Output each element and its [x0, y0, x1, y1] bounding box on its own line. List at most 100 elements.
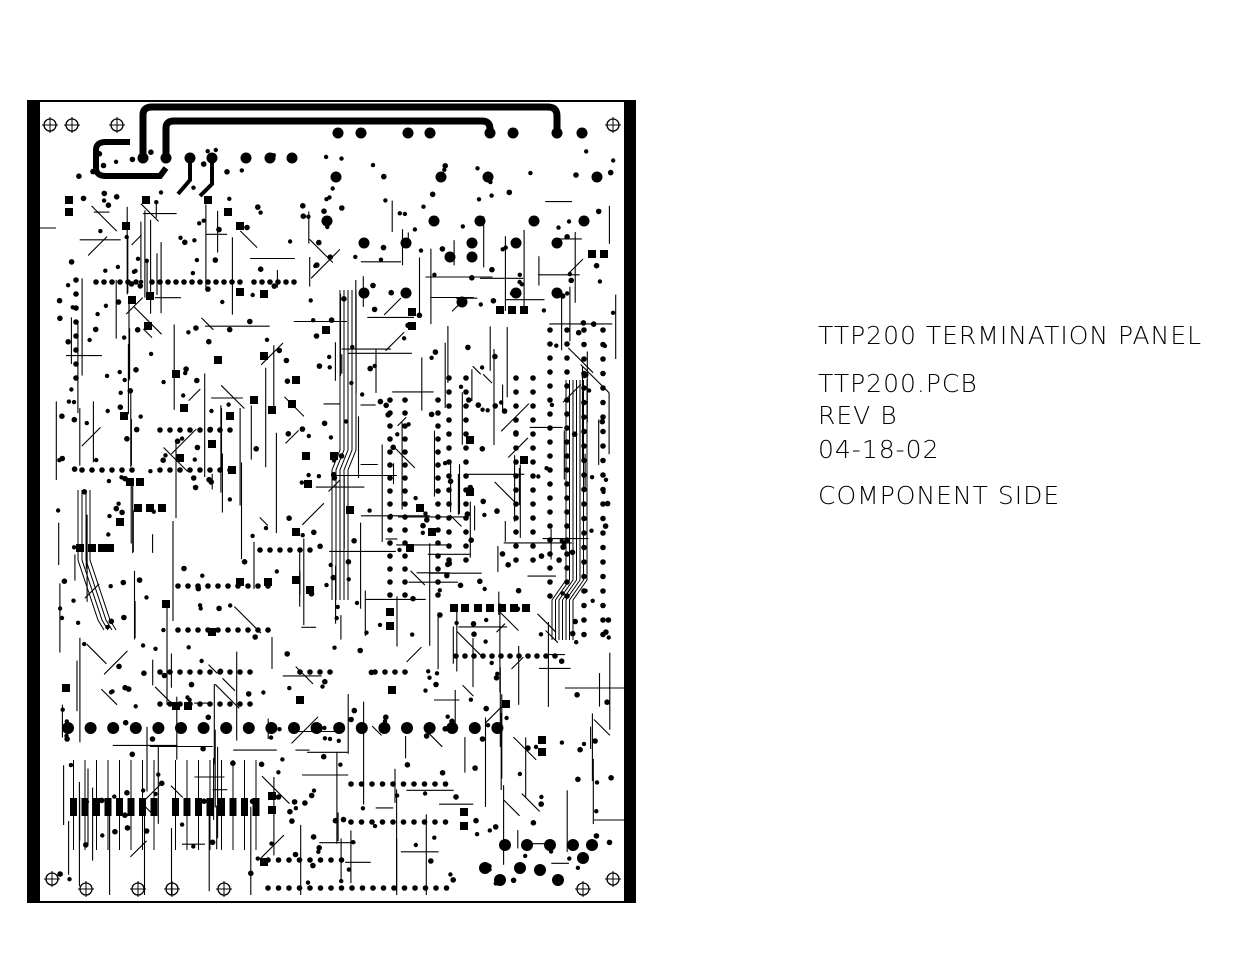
via	[383, 198, 387, 202]
via	[357, 648, 363, 654]
component-pad	[577, 852, 589, 864]
ic-pad	[446, 403, 452, 409]
ic-pad	[444, 885, 450, 891]
smd-pad	[408, 308, 416, 316]
via	[102, 191, 108, 197]
via	[317, 544, 323, 550]
via	[372, 307, 378, 313]
via	[433, 349, 439, 355]
via	[57, 871, 63, 877]
via	[195, 445, 201, 451]
smd-pad	[292, 528, 300, 536]
via	[371, 163, 375, 167]
ic-pad	[547, 565, 553, 571]
via	[397, 548, 401, 552]
connector-pad	[265, 722, 277, 734]
via	[134, 704, 138, 708]
ic-pad	[387, 553, 393, 559]
via	[432, 836, 436, 840]
via	[302, 800, 308, 806]
via	[110, 689, 114, 693]
via	[336, 605, 340, 609]
ic-pad	[185, 627, 191, 633]
smd-pad	[268, 806, 276, 814]
via	[361, 806, 365, 810]
ic-pad	[255, 583, 261, 589]
via	[259, 762, 265, 768]
via	[85, 421, 89, 425]
via	[421, 531, 425, 535]
ic-pad	[463, 459, 469, 465]
via	[556, 225, 560, 229]
via	[199, 606, 203, 610]
smd-pad	[292, 376, 300, 384]
component-pad	[356, 128, 367, 139]
via	[594, 833, 600, 839]
via	[574, 640, 578, 644]
via	[316, 850, 320, 854]
ic-pad	[463, 557, 469, 563]
via	[66, 283, 70, 287]
ic-pad	[600, 371, 606, 377]
via	[102, 198, 106, 202]
ic-pad	[564, 453, 570, 459]
ic-pad	[225, 627, 231, 633]
trace	[522, 794, 540, 812]
smd-pad	[208, 440, 216, 448]
ic-pad	[402, 449, 408, 455]
via	[149, 352, 153, 356]
date: 04-18-02	[818, 436, 939, 464]
ic-pad	[564, 481, 570, 487]
via	[101, 163, 107, 169]
trace	[285, 397, 305, 417]
via	[228, 603, 232, 607]
sip-pin	[241, 798, 248, 816]
via	[607, 635, 611, 639]
ic-pad	[600, 414, 606, 420]
smd-pad	[260, 858, 268, 866]
ic-pad	[525, 653, 531, 659]
ic-pad	[101, 279, 107, 285]
ic-pad	[283, 279, 289, 285]
via	[206, 477, 212, 483]
ic-pad	[402, 553, 408, 559]
via	[608, 170, 614, 176]
ic-pad	[195, 627, 201, 633]
sip-pin	[128, 798, 135, 816]
via	[124, 790, 130, 796]
via	[72, 400, 76, 404]
ic-pad	[547, 327, 553, 333]
via	[341, 817, 347, 823]
via	[539, 795, 543, 799]
via	[560, 740, 564, 744]
component-pad	[529, 216, 540, 227]
ic-pad	[387, 527, 393, 533]
via	[114, 506, 120, 512]
via	[573, 172, 579, 178]
ic-pad	[73, 277, 79, 283]
via	[324, 155, 328, 159]
via	[161, 628, 165, 632]
ic-pad	[564, 551, 570, 557]
via	[285, 378, 291, 384]
ic-pad	[189, 279, 195, 285]
ic-pad	[507, 653, 513, 659]
ic-pad	[245, 627, 251, 633]
trace	[104, 651, 127, 674]
ic-pad	[432, 781, 438, 787]
connector-pad	[130, 722, 142, 734]
smd-pad	[98, 544, 106, 552]
via	[476, 402, 482, 408]
via	[468, 485, 474, 491]
via	[112, 829, 118, 835]
via	[250, 534, 254, 538]
via	[505, 562, 511, 568]
ic-pad	[381, 885, 387, 891]
via	[523, 854, 527, 858]
via	[64, 736, 70, 742]
via	[193, 485, 199, 491]
via	[410, 632, 414, 636]
ic-pad	[564, 383, 570, 389]
via	[461, 224, 465, 228]
trace	[473, 366, 481, 374]
